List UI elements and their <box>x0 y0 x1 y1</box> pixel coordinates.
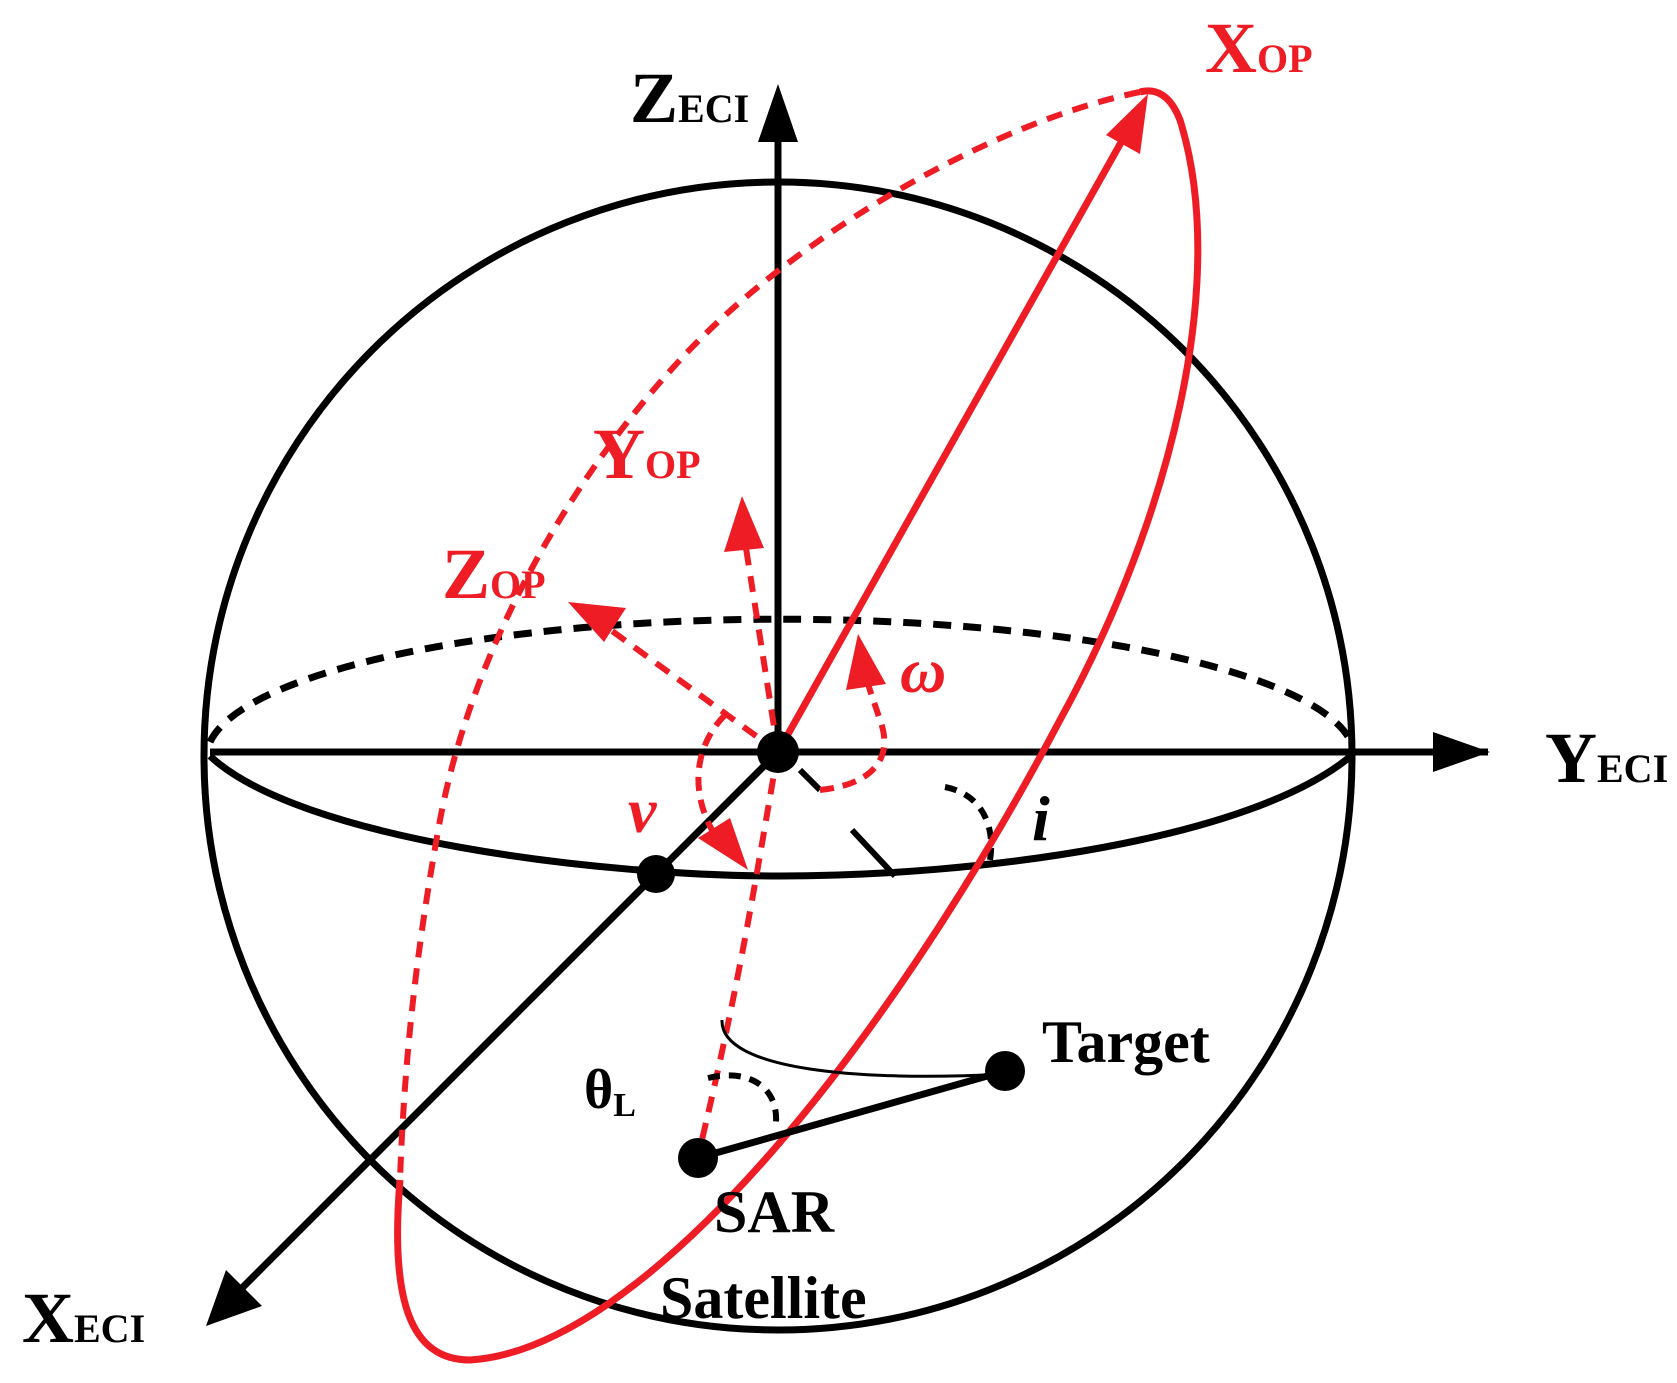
theta-l-arc <box>707 1072 780 1123</box>
inclination-arc <box>944 784 995 861</box>
nadir-to-target-curve <box>720 1019 1006 1078</box>
equator-front <box>207 753 1354 880</box>
x-op-axis <box>774 128 1132 754</box>
omega-arrowhead <box>846 634 886 690</box>
label-y-eci: YECI <box>1545 718 1668 798</box>
label-theta-l: θL <box>584 1059 636 1124</box>
origin-point <box>757 731 799 773</box>
satellite-radius-dashed <box>697 751 781 1149</box>
label-nu: ν <box>628 775 657 846</box>
y-eci-arrowhead <box>1433 732 1490 772</box>
equator-back-dashed <box>206 615 1355 744</box>
label-z-eci: ZECI <box>630 58 749 138</box>
orbit-front-solid <box>394 87 1202 1364</box>
sar-satellite-point <box>678 1138 718 1178</box>
label-y-op: YOP <box>593 414 701 494</box>
z-eci-arrowhead <box>758 84 798 142</box>
line-of-sight <box>697 1067 1006 1162</box>
nu-arrowhead <box>698 818 748 870</box>
x-eci-arrowhead <box>206 1270 262 1326</box>
label-satellite: Satellite <box>660 1265 867 1331</box>
node-point <box>637 855 675 893</box>
label-inclination: i <box>1032 783 1050 854</box>
label-target: Target <box>1042 1009 1210 1075</box>
target-point <box>985 1051 1025 1091</box>
nu-arc <box>695 712 728 832</box>
z-op-axis <box>606 625 780 755</box>
right-angle-marker <box>797 767 823 793</box>
x-eci-axis <box>225 749 781 1305</box>
y-op-axis <box>743 547 781 753</box>
orbit-back-dashed <box>397 89 1141 1181</box>
node-line-marker <box>849 827 898 879</box>
y-op-arrowhead <box>724 496 764 552</box>
label-z-op: ZOP <box>442 534 546 614</box>
label-omega: ω <box>900 635 946 706</box>
label-sar: SAR <box>714 1179 835 1245</box>
label-x-op: XOP <box>1205 8 1313 88</box>
x-op-arrowhead <box>1106 94 1148 154</box>
z-op-arrowhead <box>568 602 626 642</box>
label-x-eci: XECI <box>22 1278 145 1358</box>
